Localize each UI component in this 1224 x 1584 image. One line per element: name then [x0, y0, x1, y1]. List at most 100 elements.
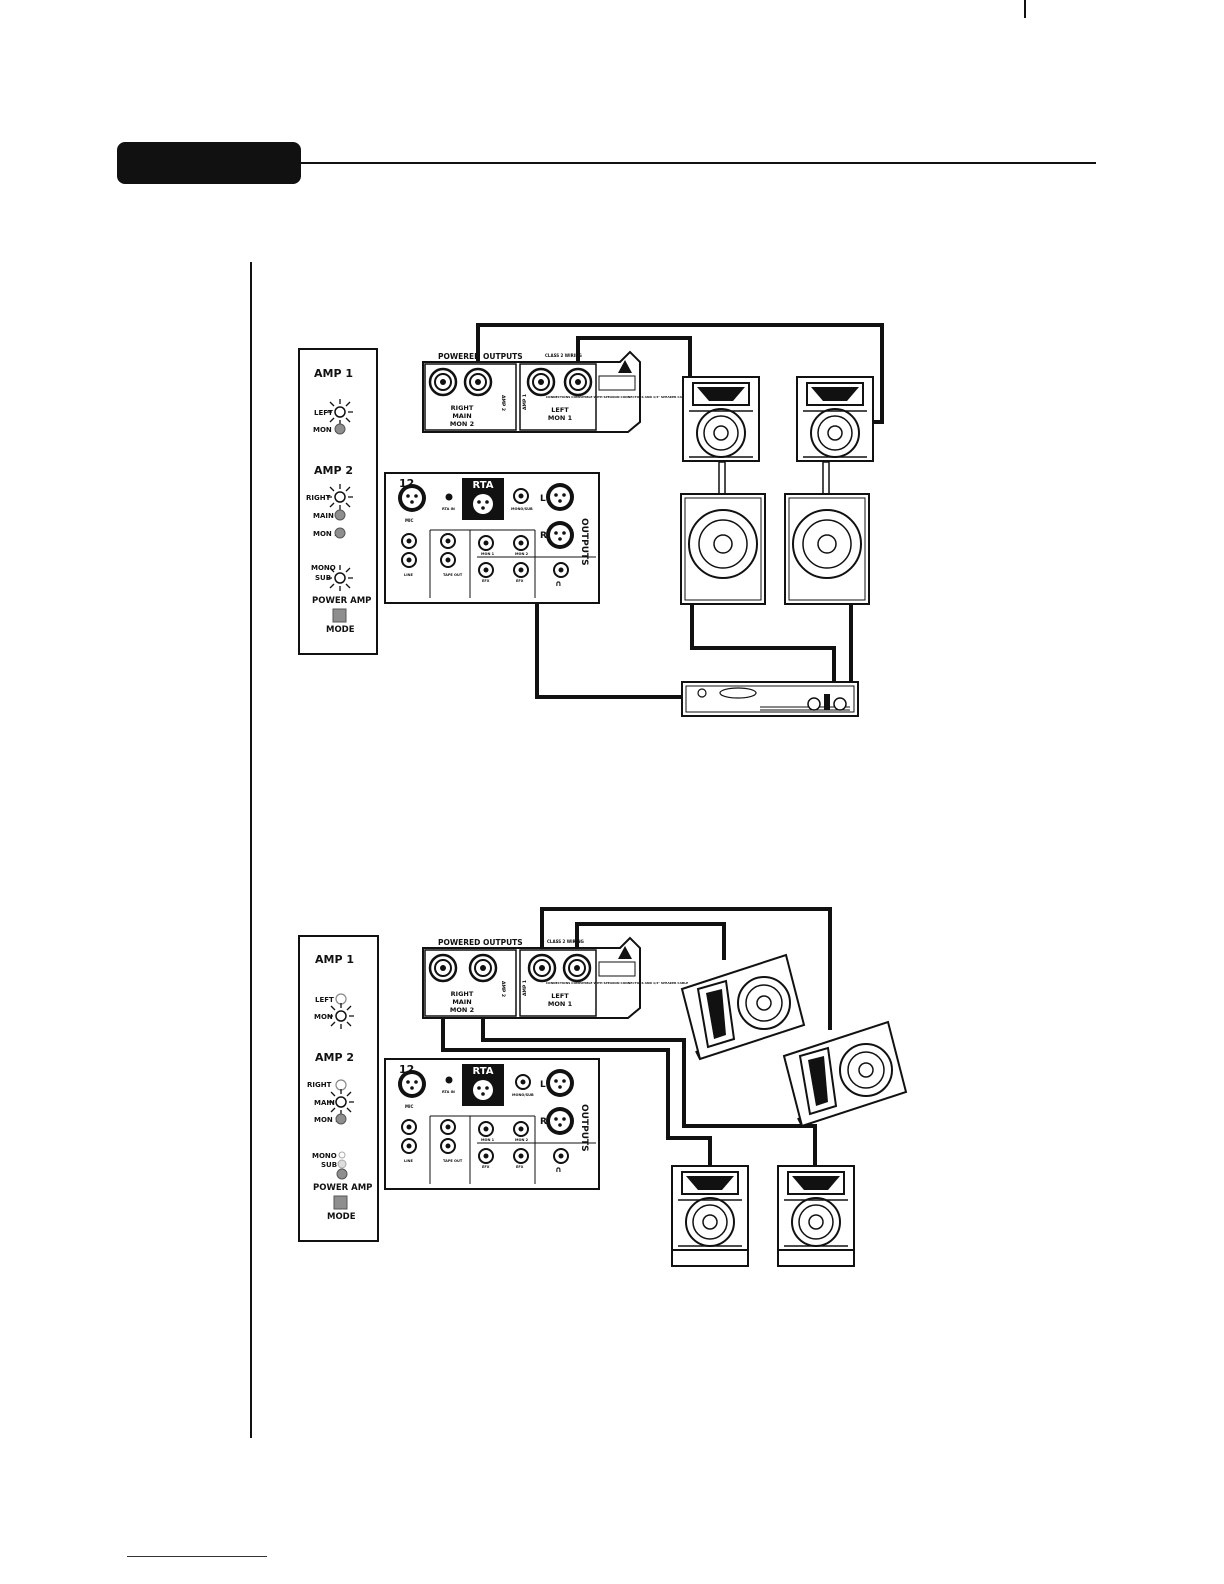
amp1-mon-label: MON 1: [313, 426, 339, 434]
mic-label: MIC: [405, 518, 413, 523]
output-jack-icon: [428, 953, 458, 983]
amp2-main-label: MAIN: [314, 1099, 335, 1107]
amp2-label: AMP 2: [314, 464, 353, 477]
mon1-label: MON 1: [548, 414, 573, 422]
rta-xlr-icon: [469, 1076, 497, 1104]
powered-outputs-2: POWERED OUTPUTS CLASS 2 WIRING RIGHT MAI…: [422, 936, 688, 1019]
l-label: L: [540, 494, 546, 504]
jack-icon: [513, 562, 529, 578]
jack-icon: [401, 1119, 417, 1135]
rta-label: RTA: [472, 480, 493, 491]
mono-sub-label: MONO/SUB: [512, 1093, 534, 1097]
diagram-2: AMP 1 LEFT MON AMP 2 RIGHT MAIN MON 2 MO…: [298, 907, 907, 1267]
xlr-out-icon: [546, 521, 574, 549]
jack-icon: [440, 1138, 456, 1154]
mode-panel-2: AMP 1 LEFT MON AMP 2 RIGHT MAIN MON 2 MO…: [298, 935, 379, 1242]
power-amp-label: POWER AMP: [313, 1183, 372, 1193]
mon1-jack-label: MON 1: [481, 1138, 495, 1142]
led-off-icon: [335, 1113, 347, 1125]
io-panel-2: 12 MIC RTA RTA IN MONO/SUB L R OUTPUTS L…: [384, 1058, 600, 1190]
mode-panel-1: AMP 1 LEFT MON 1 AMP 2 RIGHT MAIN MON 2 …: [298, 348, 378, 655]
amp1-tag: AMP 1: [522, 980, 528, 996]
line-label: LINE: [404, 573, 413, 577]
mon2-jack-label: MON 2: [515, 1138, 529, 1142]
mode-label: MODE: [326, 625, 355, 635]
rack-amplifier-icon: [681, 681, 859, 717]
led-lit-icon: [326, 483, 354, 511]
warning-table: [598, 375, 636, 391]
amp1-label: AMP 1: [315, 953, 354, 966]
efx2-label: EFX: [516, 579, 524, 583]
cables-2: [441, 907, 832, 1166]
jack-icon: [478, 535, 494, 551]
amp1-label: AMP 1: [314, 367, 353, 380]
main-label: MAIN: [452, 412, 471, 420]
wiring-class-label: CLASS 2 WIRING: [547, 939, 584, 944]
jack-icon: [478, 1148, 494, 1164]
jack-icon: [515, 1074, 531, 1090]
mic-xlr-icon: [398, 1070, 426, 1098]
xlr-out-icon: [546, 1107, 574, 1135]
headphone-icon: ∩: [555, 579, 562, 588]
amp1-left-label: LEFT: [314, 409, 333, 417]
efx-label: EFX: [482, 579, 490, 583]
efx-label: EFX: [482, 1165, 490, 1169]
rta-mic-icon: [445, 1076, 453, 1084]
led-off-icon: [334, 423, 346, 435]
rta-mic-label: RTA IN: [442, 1090, 455, 1094]
mon2-label: MON 2: [450, 1006, 474, 1014]
output-jack-icon: [562, 953, 592, 983]
jack-icon: [401, 1138, 417, 1154]
mon2-label: MON 2: [450, 420, 474, 428]
speaker-icon: [796, 376, 874, 462]
r-label: R: [540, 531, 547, 541]
speaker-icon: [682, 376, 760, 462]
outputs-label: OUTPUTS: [579, 518, 589, 566]
jack-icon: [440, 533, 456, 549]
headphone-icon: ∩: [555, 1165, 562, 1174]
mode-button: [332, 608, 347, 623]
top-crop-mark: [1024, 0, 1026, 18]
amp1-tag: AMP 1: [522, 394, 528, 410]
right-label: RIGHT: [451, 990, 474, 998]
led-off-icon: [337, 1159, 347, 1169]
subwoofer-icon: [680, 493, 766, 605]
rta-xlr-icon: [469, 490, 497, 518]
jack-icon: [478, 1121, 494, 1137]
section-header-rule: [300, 162, 1096, 164]
wiring-class-label: CLASS 2 WIRING: [545, 353, 582, 358]
mode-button: [333, 1195, 348, 1210]
amp2-right-label: RIGHT: [306, 494, 331, 502]
margin-rule: [250, 262, 252, 1438]
speaker-icon: [777, 1165, 855, 1251]
jack-icon: [513, 1148, 529, 1164]
subwoofer-icon: [784, 493, 870, 605]
amp2-right-label: RIGHT: [307, 1081, 332, 1089]
led-off-icon: [334, 509, 346, 521]
led-lit-icon: [327, 1088, 355, 1116]
io-panel-1: 12 MIC RTA RTA IN MONO/SUB L R OUTPUTS L…: [384, 472, 600, 604]
warning-table: [598, 961, 636, 977]
output-jack-icon: [428, 367, 458, 397]
section-header-tab: [117, 142, 301, 184]
output-jack-icon: [468, 953, 498, 983]
headphone-jack-icon: [553, 562, 569, 578]
warning-icon: [618, 946, 632, 959]
left-label: LEFT: [551, 992, 569, 1000]
led-lit-icon: [326, 398, 354, 426]
main-label: MAIN: [452, 998, 471, 1006]
output-jack-icon: [563, 367, 593, 397]
amp1-mon-label: MON: [314, 1013, 333, 1021]
amp2-tag: AMP 2: [500, 395, 506, 411]
mon2-jack-label: MON 2: [515, 552, 529, 556]
led-off-icon: [335, 993, 347, 1005]
r-label: R: [540, 1117, 547, 1127]
output-jack-icon: [527, 953, 557, 983]
mon1-label: MON 1: [548, 1000, 573, 1008]
jack-icon: [513, 1121, 529, 1137]
headphone-jack-icon: [553, 1148, 569, 1164]
mon1-jack-label: MON 1: [481, 552, 495, 556]
led-off-icon: [338, 1151, 346, 1159]
right-label: RIGHT: [451, 404, 474, 412]
